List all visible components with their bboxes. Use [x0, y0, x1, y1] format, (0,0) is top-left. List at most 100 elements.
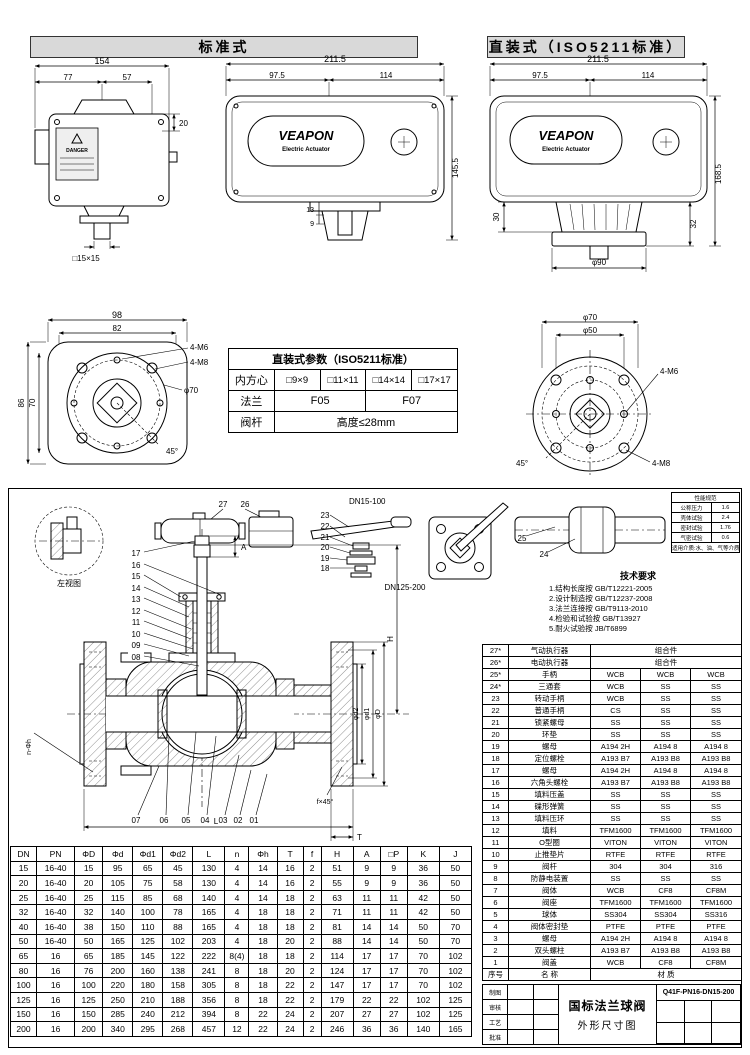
- table-cell: 63: [320, 889, 354, 906]
- table-cell: 18: [276, 904, 304, 920]
- table-cell: 22: [248, 1021, 278, 1037]
- table-cell: 2: [302, 875, 322, 891]
- table-cell: 125: [9, 991, 38, 1008]
- table-cell: 295: [132, 1021, 164, 1037]
- table-cell: A194 8: [640, 932, 691, 945]
- table-cell: 18: [276, 948, 304, 964]
- table-cell: 阀杆: [508, 860, 591, 873]
- table-cell: 246: [320, 1021, 354, 1037]
- tech-req-line: 2.设计制造按 GB/T12237-2008: [549, 594, 653, 603]
- table-cell: 转动手柄: [508, 692, 591, 705]
- table-cell: 241: [192, 962, 226, 979]
- table-cell: 8(4): [224, 948, 250, 964]
- table-cell: 2: [302, 904, 322, 920]
- wrench-flange-drawing: [428, 502, 509, 580]
- title-block: 制图 审核 工艺 批准 国标法兰球阀 外形尺寸图 Q41F-PN16-DN15-…: [482, 984, 741, 1045]
- table-cell: 17: [379, 948, 408, 964]
- table-cell: Φd1: [132, 846, 164, 862]
- dim-label: φ70: [583, 313, 598, 322]
- table-cell: 158: [162, 977, 194, 993]
- table-cell: 11: [352, 904, 381, 920]
- table-cell: 124: [320, 962, 354, 979]
- table-cell: 组合件: [589, 644, 743, 657]
- side-view-dim-lines: [225, 62, 445, 96]
- table-cell: WCB: [590, 956, 641, 969]
- table-cell: 18: [248, 948, 278, 964]
- table-cell: SS: [590, 728, 641, 741]
- table-cell: 212: [162, 1006, 194, 1023]
- callout-22: 22: [321, 522, 330, 531]
- table-cell: 4: [482, 920, 509, 933]
- table-cell: 六角头螺栓: [508, 776, 591, 789]
- table-cell: SS: [640, 800, 691, 813]
- table-cell: ΦD: [74, 846, 104, 862]
- table-cell: 38: [74, 918, 104, 935]
- table-cell: 140: [406, 1021, 440, 1037]
- callout-19: 19: [321, 554, 330, 563]
- table-cell: 268: [162, 1021, 194, 1037]
- table-cell: 11: [379, 889, 408, 906]
- table-cell: 电动执行器: [508, 656, 591, 669]
- table-cell: 138: [162, 962, 194, 979]
- table-cell: 14: [379, 933, 408, 950]
- table-cell: 2: [302, 962, 322, 979]
- table-cell: 240: [132, 1006, 164, 1023]
- dim-label: H: [386, 636, 395, 642]
- table-cell: SS: [640, 680, 691, 693]
- table-cell: □P: [379, 846, 408, 862]
- table-cell: 16: [36, 948, 76, 964]
- table-cell: TFM1600: [590, 824, 641, 837]
- dim-label: φd1: [364, 708, 371, 720]
- table-cell: 19: [482, 740, 509, 753]
- table-cell: 阀盖: [508, 956, 591, 969]
- dim-label: A: [241, 543, 247, 552]
- callout-11: 11: [132, 618, 141, 627]
- table-cell: WCB: [590, 692, 641, 705]
- table-cell: 200: [74, 1021, 104, 1037]
- callout-26: 26: [241, 500, 250, 509]
- flange-dia-dim-lines: [551, 248, 647, 272]
- table-cell: 145: [132, 948, 164, 964]
- bracket-dim-lines: [498, 201, 694, 247]
- table-cell: 222: [192, 948, 226, 964]
- iso-cell: □11×11: [319, 369, 367, 391]
- iso-view-dim-lines: [489, 62, 708, 96]
- table-row: 适用介质:水、油、气等介质: [670, 542, 741, 553]
- dim-label: L: [214, 817, 219, 826]
- table-cell: 环垫: [508, 728, 591, 741]
- dim-label: φd2: [353, 708, 360, 720]
- table-cell: PTFE: [590, 920, 641, 933]
- table-cell: 58: [162, 875, 194, 891]
- table-cell: 36: [406, 860, 440, 877]
- table-cell: 8: [482, 872, 509, 885]
- table-cell: 203: [192, 933, 226, 950]
- table-cell: 27*: [482, 644, 509, 657]
- table-cell: 102: [438, 977, 473, 993]
- table-cell: 150: [9, 1006, 38, 1023]
- table-cell: RTFE: [590, 848, 641, 861]
- table-cell: 100: [132, 904, 164, 920]
- table-cell: 4: [224, 904, 250, 920]
- table-cell: 210: [132, 991, 164, 1008]
- table-cell: A193 B8: [640, 944, 691, 957]
- table-cell: 18: [276, 889, 304, 906]
- table-cell: 4: [224, 918, 250, 935]
- table-cell: 70: [406, 962, 440, 979]
- table-cell: 340: [102, 1021, 134, 1037]
- table-cell: 16: [36, 1021, 76, 1037]
- table-cell: 16: [36, 991, 76, 1008]
- callout-20: 20: [321, 543, 330, 552]
- table-cell: 8: [224, 991, 250, 1008]
